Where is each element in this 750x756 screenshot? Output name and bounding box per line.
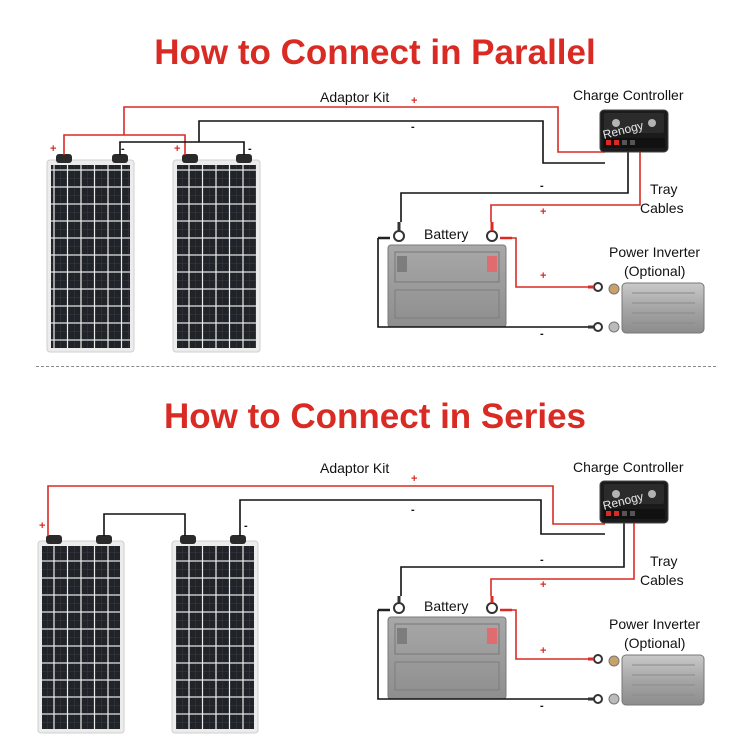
plus-sign: +	[540, 645, 547, 657]
minus-sign: -	[540, 700, 544, 712]
series-section	[37, 480, 705, 734]
minus-sign: -	[540, 180, 544, 192]
charge-controller-label: Charge Controller	[573, 87, 684, 103]
plus-sign: +	[411, 95, 418, 107]
cables-label: Cables	[640, 200, 684, 216]
inverter-label: Power Inverter	[609, 244, 701, 260]
solar-panel-1	[46, 154, 135, 353]
charge-controller-series	[599, 480, 669, 524]
battery-label: Battery	[424, 226, 469, 242]
battery-series	[378, 596, 512, 700]
tray-label: Tray	[650, 181, 678, 197]
power-inverter	[608, 282, 705, 334]
power-inverter-series	[608, 654, 705, 706]
plus-sign: +	[540, 206, 547, 218]
minus-sign: -	[411, 121, 415, 133]
plus-sign: +	[411, 473, 418, 485]
adaptor-kit-label: Adaptor Kit	[320, 89, 390, 105]
battery	[378, 222, 512, 328]
battery-label: Battery	[424, 598, 469, 614]
plus-sign: +	[540, 270, 547, 282]
minus-sign: -	[411, 504, 415, 516]
parallel-title: How to Connect in Parallel	[154, 33, 596, 72]
minus-sign: -	[540, 554, 544, 566]
solar-panel-4	[171, 535, 259, 734]
parallel-section	[46, 106, 705, 353]
inverter-label: Power Inverter	[609, 616, 701, 632]
charge-controller	[599, 109, 669, 153]
charge-controller-label: Charge Controller	[573, 459, 684, 475]
minus-sign: -	[248, 143, 252, 155]
plus-sign: +	[540, 579, 547, 591]
minus-sign: -	[244, 520, 248, 532]
adaptor-kit-label: Adaptor Kit	[320, 460, 390, 476]
minus-sign: -	[540, 328, 544, 340]
cables-label: Cables	[640, 572, 684, 588]
optional-label: (Optional)	[624, 635, 686, 651]
series-title: How to Connect in Series	[164, 397, 586, 436]
plus-sign: +	[39, 520, 46, 532]
solar-panel-2	[172, 154, 261, 353]
optional-label: (Optional)	[624, 263, 686, 279]
section-divider	[36, 366, 716, 367]
tray-label: Tray	[650, 553, 678, 569]
solar-panel-3	[37, 535, 125, 734]
plus-sign: +	[174, 143, 181, 155]
minus-sign: -	[121, 143, 125, 155]
plus-sign: +	[50, 143, 57, 155]
